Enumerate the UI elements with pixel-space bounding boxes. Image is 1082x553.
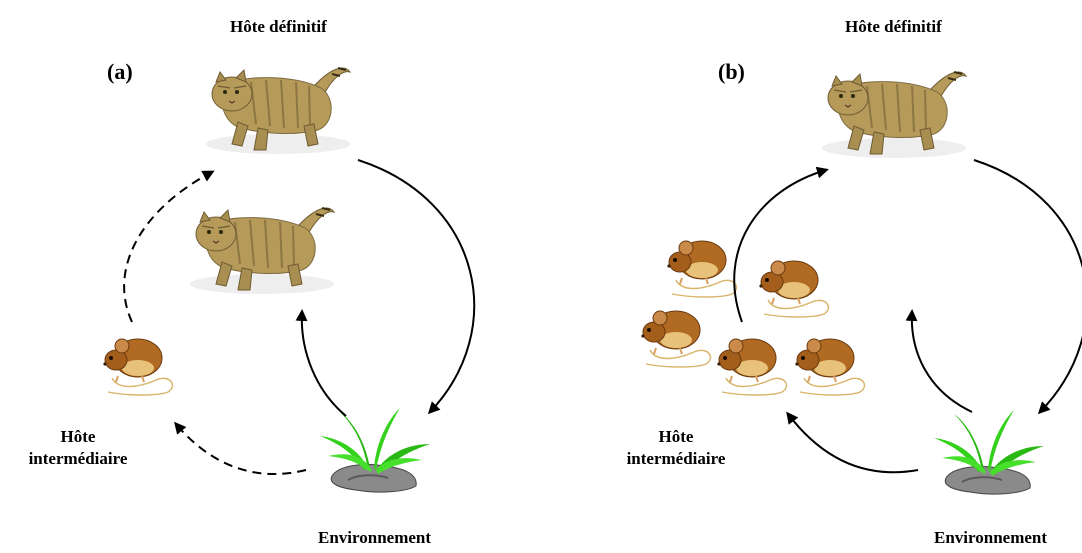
intermediate-host-line2-b: intermédiaire bbox=[626, 449, 726, 468]
environment-label-a: Environnement bbox=[318, 528, 432, 547]
cat-icon bbox=[195, 45, 355, 155]
environment-label-b: Environnement bbox=[934, 528, 1048, 547]
grass-rock-icon bbox=[319, 407, 431, 494]
arrow-host-to-environment-b bbox=[973, 159, 1082, 415]
mouse-icon bbox=[758, 260, 830, 318]
mouse-icon bbox=[716, 338, 788, 396]
mouse-icon bbox=[666, 240, 738, 298]
arrow-intermediate-to-host-b bbox=[733, 166, 829, 323]
mouse-icon bbox=[102, 338, 174, 396]
mouse-icon bbox=[794, 338, 866, 396]
panel-label-a: (a) bbox=[107, 59, 133, 84]
arrow-intermediate-to-host-a bbox=[123, 170, 215, 323]
intermediate-host-label-b: Hôte intermédiaire bbox=[624, 426, 728, 470]
definitive-host-label-b: Hôte définitif bbox=[845, 17, 942, 36]
intermediate-host-label-a: Hôte intermédiaire bbox=[26, 426, 130, 470]
grass-rock-icon bbox=[933, 409, 1045, 496]
arrow-environment-to-host-a bbox=[295, 309, 347, 417]
definitive-host-label-a: Hôte définitif bbox=[230, 17, 327, 36]
intermediate-host-line1-b: Hôte bbox=[658, 427, 694, 446]
intermediate-host-line2-a: intermédiaire bbox=[28, 449, 128, 468]
cat-icon bbox=[811, 49, 971, 159]
intermediate-host-line1-a: Hôte bbox=[60, 427, 96, 446]
arrow-environment-to-intermediate-b bbox=[786, 411, 919, 474]
cat-icon bbox=[179, 185, 339, 295]
mouse-icon bbox=[640, 310, 712, 368]
arrow-environment-to-intermediate-a bbox=[174, 421, 307, 475]
panel-label-b: (b) bbox=[718, 59, 745, 84]
arrow-host-to-environment-a bbox=[357, 159, 476, 415]
arrow-environment-to-host-b bbox=[905, 309, 973, 413]
